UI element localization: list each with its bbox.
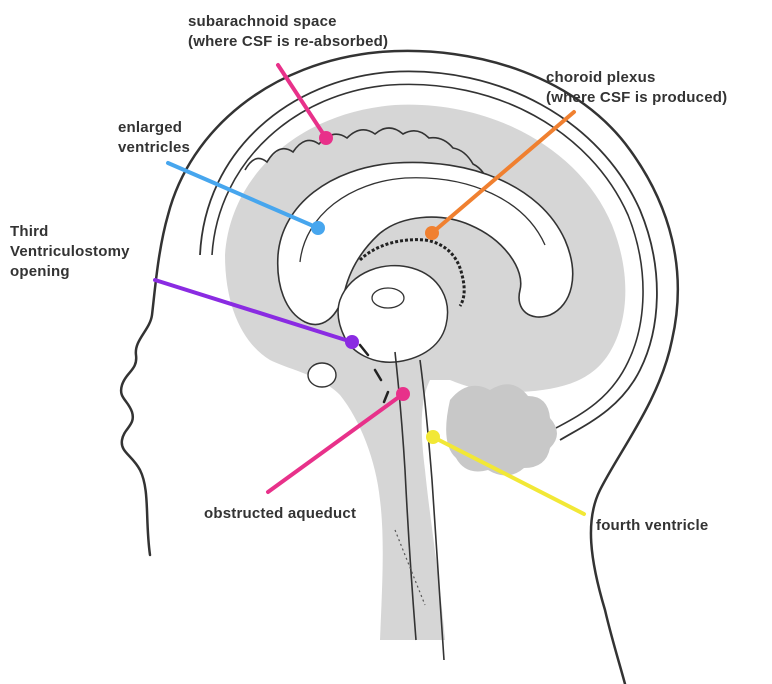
fourth-ventricle-pointer-dot	[426, 430, 440, 444]
choroid-pointer-dot	[425, 226, 439, 240]
subarachnoid-label-line1: subarachnoid space	[188, 12, 388, 32]
interthalamic-adhesion	[372, 288, 404, 308]
choroid-label: choroid plexus (where CSF is produced)	[546, 68, 727, 108]
enlarged-pointer-dot	[311, 221, 325, 235]
subarachnoid-pointer-line	[278, 65, 326, 138]
obstructed-aqueduct-label: obstructed aqueduct	[204, 504, 356, 524]
pituitary	[308, 363, 336, 387]
aqueduct-pointer-dot	[396, 387, 410, 401]
third-label-line3: opening	[10, 262, 130, 282]
subarachnoid-label-line2: (where CSF is re-absorbed)	[188, 32, 388, 52]
third-label-line1: Third	[10, 222, 130, 242]
third-label-line2: Ventriculostomy	[10, 242, 130, 262]
fourth-ventricle-label: fourth ventricle	[596, 516, 708, 536]
choroid-label-line2: (where CSF is produced)	[546, 88, 727, 108]
third-ventriculostomy-label: Third Ventriculostomy opening	[10, 222, 130, 282]
fourth-label-line1: fourth ventricle	[596, 516, 708, 536]
cerebellum	[446, 384, 557, 475]
subarachnoid-label: subarachnoid space (where CSF is re-abso…	[188, 12, 388, 52]
aqueduct-label-line1: obstructed aqueduct	[204, 504, 356, 524]
choroid-label-line1: choroid plexus	[546, 68, 727, 88]
third-ventriculostomy-pointer-dot	[345, 335, 359, 349]
enlarged-ventricles-label: enlarged ventricles	[118, 118, 190, 158]
enlarged-label-line1: enlarged	[118, 118, 190, 138]
enlarged-label-line2: ventricles	[118, 138, 190, 158]
subarachnoid-pointer-dot	[319, 131, 333, 145]
